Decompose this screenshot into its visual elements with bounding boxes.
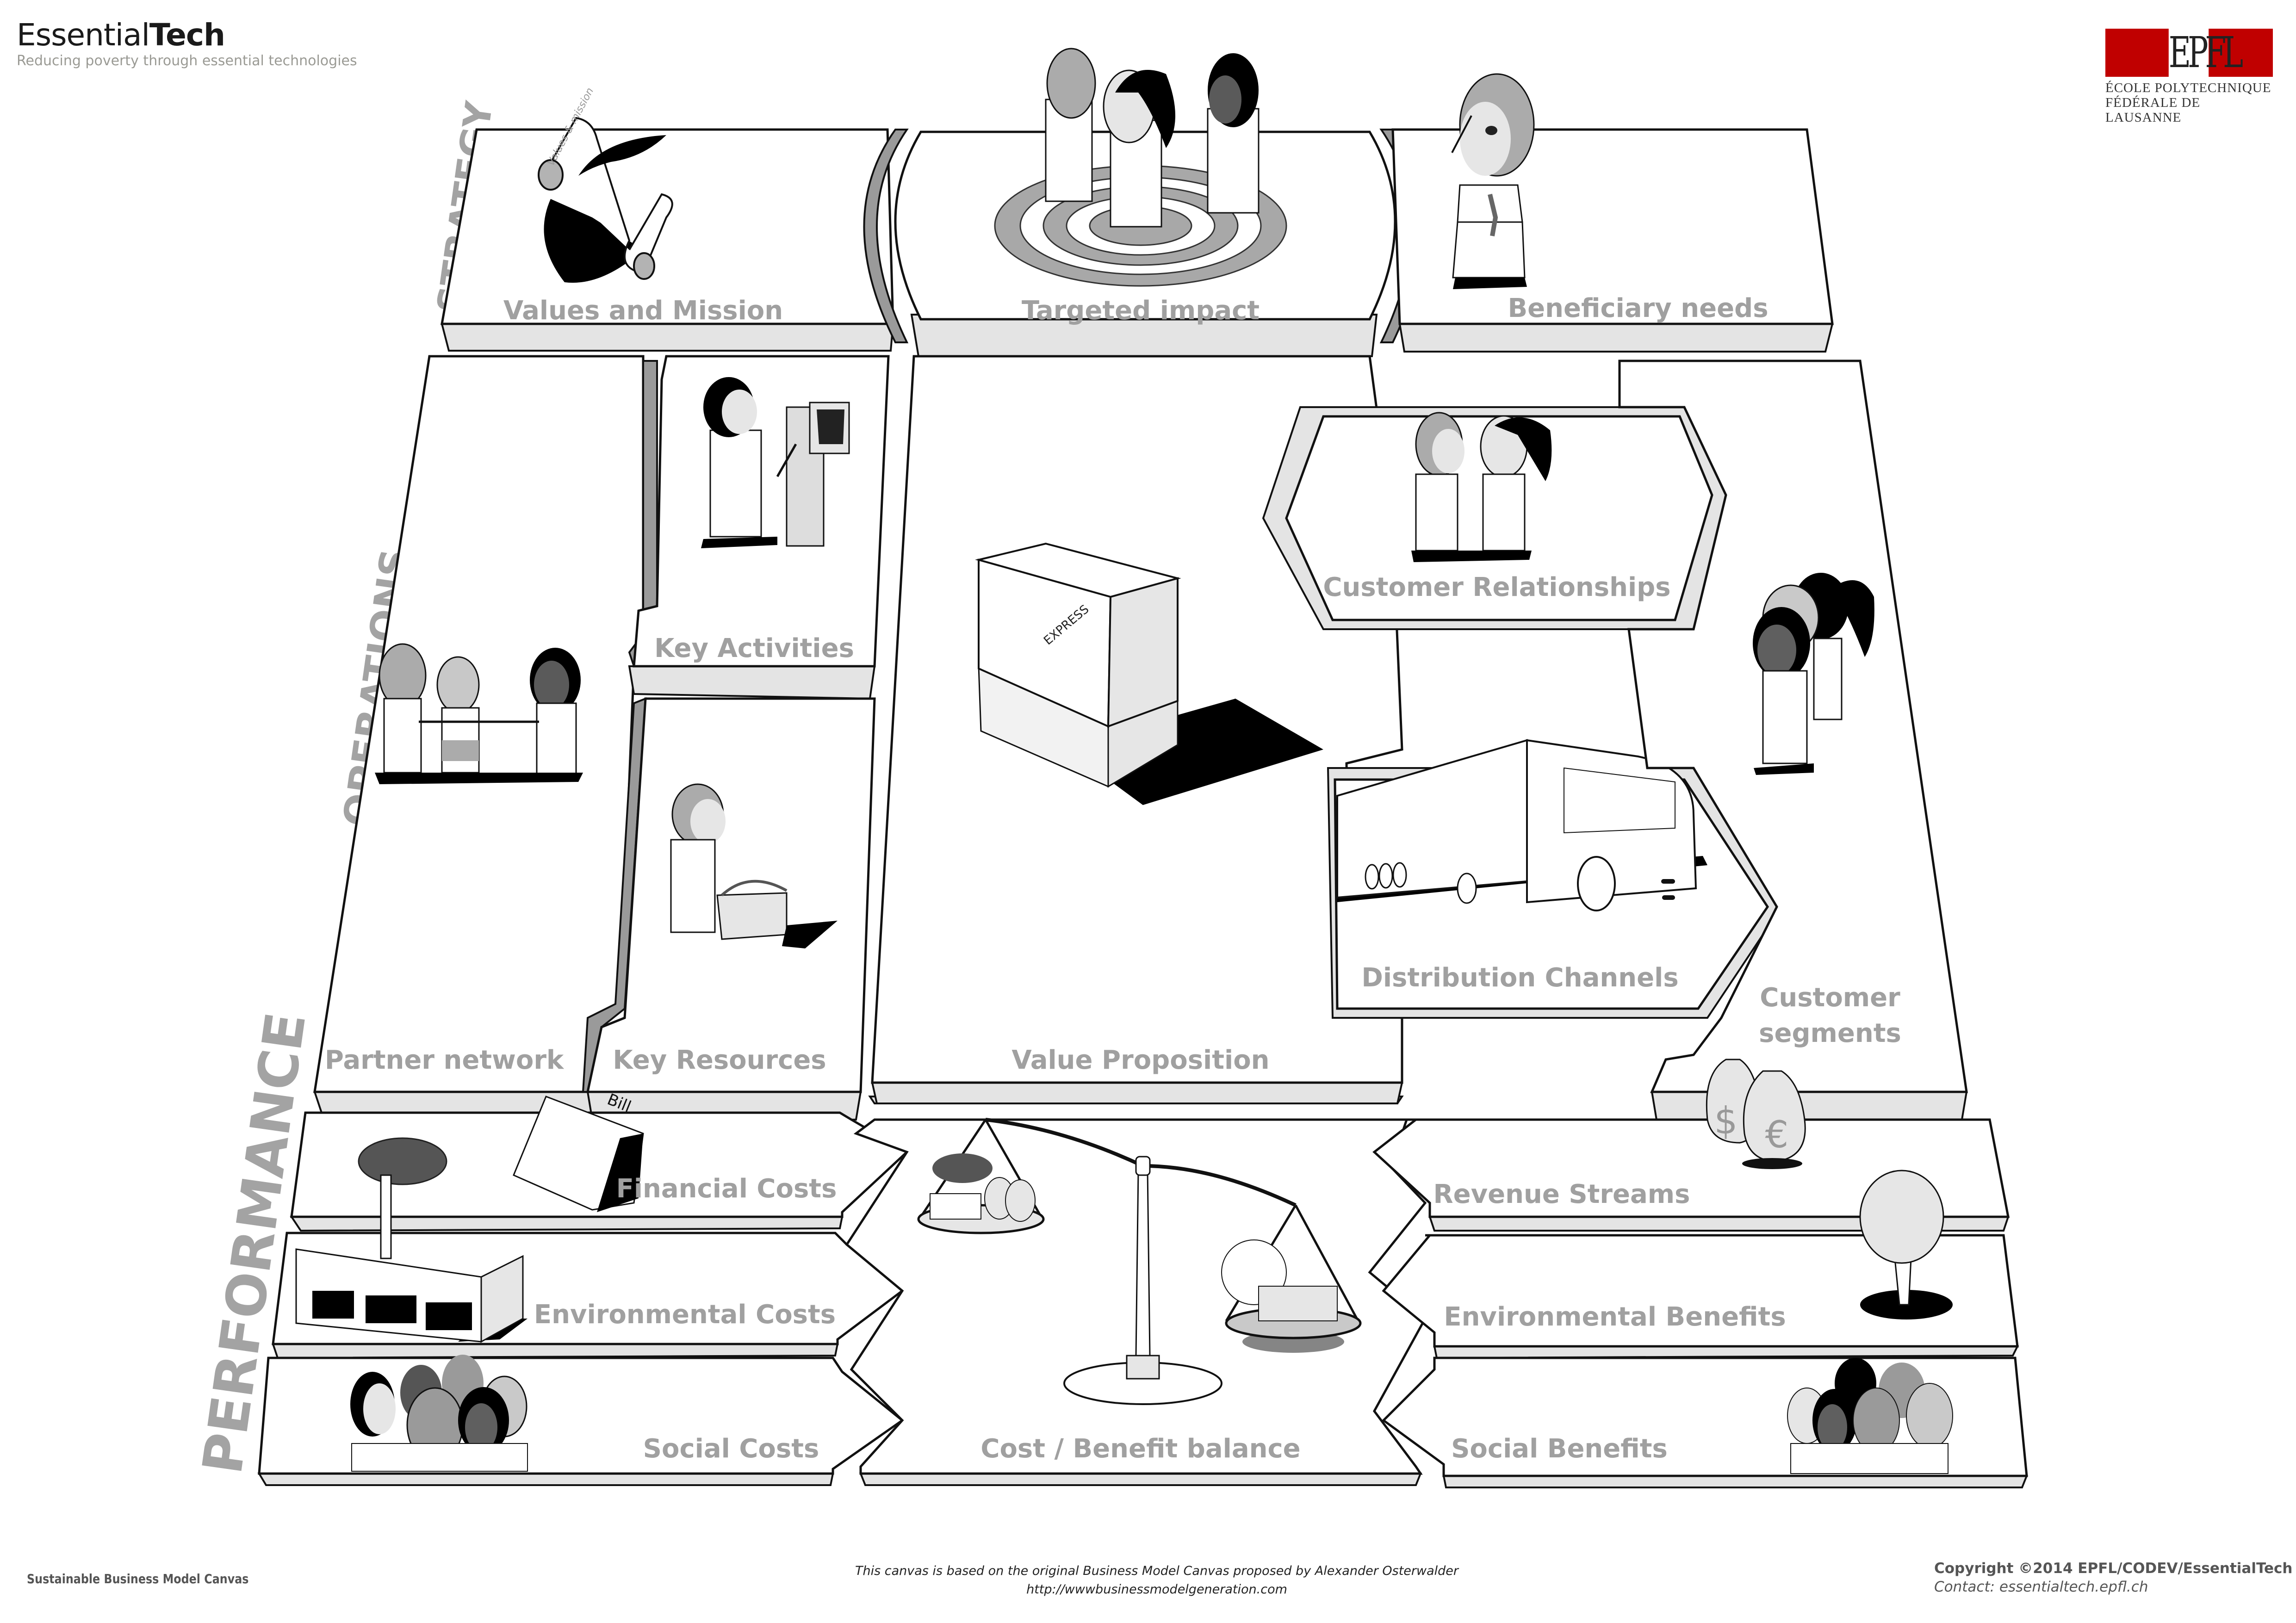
toolbox-person-icon	[670, 783, 838, 948]
block-revenue-streams[interactable]: $ € Revenue Streams	[1372, 1059, 2010, 1232]
brand-tagline: Reducing poverty through essential techn…	[17, 53, 357, 69]
epfl-line-1: ÉCOLE POLYTECHNIQUE	[2105, 81, 2271, 95]
footer-credit: This canvas is based on the original Bus…	[796, 1562, 1518, 1599]
epfl-logo-text: ÉCOLE POLYTECHNIQUE FÉDÉRALE DE LAUSANNE	[2105, 81, 2273, 125]
block-label-social-costs: Social Costs	[643, 1434, 819, 1464]
block-label-key-resources: Key Resources	[613, 1045, 826, 1075]
brand-title-regular: Essential	[17, 17, 150, 53]
block-partner-network[interactable]: Partner network	[313, 355, 645, 1121]
block-label-customer-relationships: Customer Relationships	[1323, 572, 1670, 602]
block-environmental-costs[interactable]: Environmental Costs	[272, 1137, 905, 1359]
balance-scale-icon	[917, 1118, 1362, 1405]
truck-icon	[1336, 739, 1707, 911]
block-label-revenue-streams: Revenue Streams	[1433, 1179, 1690, 1209]
block-label-targeted-impact: Targeted impact	[1022, 296, 1260, 326]
footer-credit-text: This canvas is based on the original Bus…	[855, 1564, 1458, 1578]
block-customer-relationships[interactable]: Customer Relationships	[1262, 406, 1727, 630]
money-bags-icon: $ €	[1706, 1059, 1806, 1169]
block-label-partner-network: Partner network	[325, 1045, 565, 1075]
block-label-values-mission: Values and Mission	[503, 296, 783, 326]
brand-logo: EssentialTech Reducing poverty through e…	[17, 19, 357, 69]
block-social-costs[interactable]: Social Costs	[257, 1355, 905, 1486]
block-label-beneficiary-needs: Beneficiary needs	[1508, 293, 1768, 323]
block-label-customer-segments-2: segments	[1759, 1018, 1901, 1048]
bill-icon: Bill	[513, 1090, 644, 1212]
footer-credit-link[interactable]: http://wwwbusinessmodelgeneration.com	[1026, 1582, 1287, 1597]
sad-crowd-icon	[350, 1355, 528, 1472]
block-label-key-activities: Key Activities	[654, 633, 854, 663]
block-label-environmental-costs: Environmental Costs	[534, 1300, 836, 1330]
epfl-line-2: FÉDÉRALE DE LAUSANNE	[2105, 95, 2201, 125]
block-cost-benefit-balance[interactable]: Cost / Benefit balance	[845, 1118, 1427, 1486]
footer-title: Sustainable Business Model Canvas	[27, 1571, 249, 1586]
block-value-proposition[interactable]: EXPRESS Value Proposition	[868, 355, 1404, 1104]
speaking-person-icon	[1451, 73, 1535, 289]
epfl-logo-bar: EPFL	[2105, 26, 2273, 80]
handshake-icon	[1411, 412, 1552, 562]
block-social-benefits[interactable]: Social Benefits	[1382, 1357, 2028, 1488]
technician-machine-icon	[701, 377, 850, 548]
block-label-cost-benefit-balance: Cost / Benefit balance	[980, 1434, 1300, 1464]
footer-copyright-block: Copyright ©2014 EPFL/CODEV/EssentialTech…	[1934, 1559, 2292, 1596]
block-distribution-channels[interactable]: Distribution Channels	[1327, 739, 1783, 1019]
people-group-icon	[1045, 48, 1260, 228]
block-label-financial-costs: Financial Costs	[616, 1174, 837, 1204]
pallet-box-icon: EXPRESS	[975, 542, 1323, 805]
epfl-logo: EPFL ÉCOLE POLYTECHNIQUE FÉDÉRALE DE LAU…	[2105, 26, 2273, 125]
block-label-distribution-channels: Distribution Channels	[1361, 963, 1678, 993]
footer-contact[interactable]: Contact: essentialtech.epfl.ch	[1934, 1579, 2148, 1595]
queue-people-icon	[1753, 573, 1874, 775]
block-environmental-benefits[interactable]: Environmental Benefits	[1382, 1170, 2019, 1359]
factory-smoke-icon	[295, 1137, 527, 1343]
euro-sign: €	[1765, 1113, 1789, 1156]
block-beneficiary-needs[interactable]: Beneficiary needs	[1391, 73, 1834, 353]
block-label-environmental-benefits: Environmental Benefits	[1444, 1302, 1786, 1332]
block-key-activities[interactable]: Key Activities	[628, 355, 890, 700]
block-values-mission[interactable]: Values & mission Values and Mission	[441, 86, 894, 352]
block-label-customer-segments-1: Customer	[1760, 983, 1900, 1013]
happy-crowd-icon	[1787, 1358, 1953, 1474]
block-financial-costs[interactable]: Bill Financial Costs	[290, 1090, 909, 1232]
footer-copyright: Copyright ©2014 EPFL/CODEV/EssentialTech	[1934, 1560, 2293, 1577]
brand-title-bold: Tech	[149, 17, 225, 53]
block-label-social-benefits: Social Benefits	[1451, 1434, 1668, 1464]
block-label-value-proposition: Value Proposition	[1011, 1045, 1269, 1075]
block-targeted-impact[interactable]: Targeted impact	[863, 48, 1424, 357]
dollar-sign: $	[1714, 1099, 1738, 1142]
tree-icon	[1859, 1170, 1953, 1319]
scroll-quill-icon: Values & mission	[538, 86, 673, 283]
block-key-resources[interactable]: Key Resources	[582, 697, 876, 1121]
partners-handshake-icon	[375, 643, 583, 784]
brand-title: EssentialTech	[17, 19, 357, 52]
